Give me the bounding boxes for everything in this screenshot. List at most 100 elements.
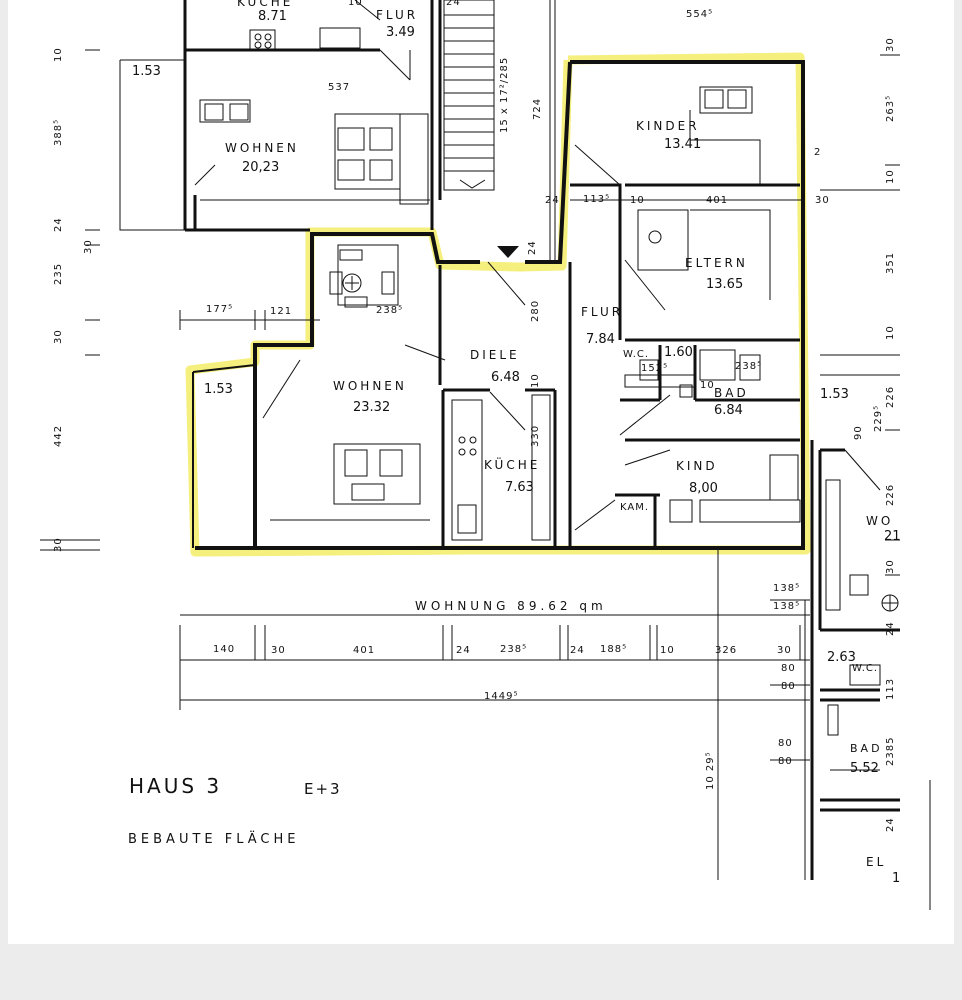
dim-b326: 326	[715, 645, 738, 656]
dim-balcony-right: 1.53	[820, 387, 849, 402]
dim-b10: 10	[660, 645, 675, 656]
dim-10-wc: 10	[700, 380, 715, 391]
room-area-kind: 8,00	[689, 481, 718, 496]
room-name-kinder: KINDER	[636, 119, 700, 133]
dim-724: 724	[532, 97, 543, 120]
upper-thin	[119, 0, 411, 231]
stairs	[443, 0, 556, 262]
dim-v24r2: 24	[885, 817, 896, 832]
dim-b30b: 30	[777, 645, 792, 656]
dim-v10: 10	[53, 47, 64, 62]
dim-30-right: 30	[815, 195, 830, 206]
room-area-wohnen: 23.32	[353, 400, 391, 415]
dim-b14495: 1449⁵	[484, 691, 519, 702]
dim-10-a: 10	[630, 195, 645, 206]
dim-v10r2: 10	[885, 325, 896, 340]
apartment-total-area: WOHNUNG 89.62 qm	[415, 599, 607, 613]
dim-v30-bottom: 30	[53, 537, 64, 552]
dim-b401: 401	[353, 645, 376, 656]
dim-v2385r: 2385	[885, 736, 896, 766]
dim-10-k: 10	[530, 373, 541, 388]
right-unit-thin	[804, 449, 931, 910]
dim-r80a: 80	[781, 663, 796, 674]
room-area-eltern: 13.65	[706, 277, 744, 292]
room-name-kueche-top: KÜCHE	[237, 0, 294, 9]
upper-walls	[183, 0, 442, 232]
dim-v30r3: 30	[885, 559, 896, 574]
dim-balcony-top: 1.53	[132, 64, 161, 79]
dim-r90: 90	[853, 425, 864, 440]
room-area-wc: 1.60	[664, 345, 693, 360]
entrance-arrow-icon	[497, 246, 519, 258]
dim-v226b: 226	[885, 483, 896, 506]
right-unit-walls	[810, 440, 900, 880]
room-name-eltern: ELTERN	[685, 256, 748, 270]
dim-r2295: 229⁵	[873, 404, 884, 432]
dim-401-eltern: 401	[706, 195, 729, 206]
dim-v351: 351	[885, 251, 896, 274]
dim-v30r: 30	[885, 37, 896, 52]
room-name-bad-right: BAD	[850, 742, 883, 755]
dim-v30: 30	[83, 239, 94, 254]
dim-280: 280	[530, 299, 541, 322]
dim-r1385a: 138⁵	[773, 583, 801, 594]
room-area-flur-top: 3.49	[386, 25, 415, 40]
dim-1135: 113⁵	[583, 194, 611, 205]
dim-24-f: 24	[545, 195, 560, 206]
room-area-bad: 6.84	[714, 403, 743, 418]
room-area-wohnen-top: 20,23	[242, 160, 280, 175]
room-name-wohnen-top: WOHNEN	[225, 141, 299, 155]
dim-1775: 177⁵	[206, 304, 234, 315]
paper-sheet	[8, 0, 954, 944]
dim-v235: 235	[53, 262, 64, 285]
dimension-lines	[40, 49, 900, 880]
dim-24-g: 24	[527, 240, 538, 255]
room-area-flur: 7.84	[586, 332, 615, 347]
built-area-label: BEBAUTE FLÄCHE	[128, 832, 300, 847]
dim-537: 537	[328, 82, 351, 93]
room-name-flur-top: FLUR	[376, 8, 419, 22]
dim-v2635: 263⁵	[885, 94, 896, 122]
room-name-wc-right: W.C.	[852, 663, 879, 674]
dim-v10r: 10	[885, 169, 896, 184]
dim-b1885: 188⁵	[600, 644, 628, 655]
dim-b24b: 24	[570, 645, 585, 656]
dim-balcony-left: 1.53	[204, 382, 233, 397]
room-name-bad: BAD	[714, 386, 749, 400]
room-area-wo-right: 21	[884, 529, 901, 544]
dim-v24r: 24	[885, 621, 896, 636]
room-area-el-right: 1	[892, 871, 901, 886]
room-name-diele: DIELE	[470, 348, 520, 362]
dim-r80c: 80	[778, 738, 793, 749]
room-area-kinder: 13.41	[664, 137, 702, 152]
dim-b140: 140	[213, 644, 236, 655]
outer-walls	[192, 60, 805, 550]
dim-v10295: 10 29⁵	[705, 751, 716, 790]
room-area-kueche-top: 8.71	[258, 9, 287, 24]
dim-r80b: 80	[781, 681, 796, 692]
dim-152: 152⁵	[641, 363, 669, 374]
dim-10-top: 10	[348, 0, 363, 8]
building-title: HAUS 3	[129, 774, 223, 798]
room-name-kamin: KAM.	[620, 502, 650, 513]
dim-r80d: 80	[778, 756, 793, 767]
dim-b30: 30	[271, 645, 286, 656]
dim-b24a: 24	[456, 645, 471, 656]
dim-v113: 113	[885, 677, 896, 700]
apartment-highlight	[185, 52, 811, 557]
dim-24-top: 24	[446, 0, 461, 8]
room-name-wc: W.C.	[623, 349, 650, 360]
floor-label: E+3	[304, 780, 342, 798]
dim-2-right: 2	[814, 147, 822, 158]
room-name-kueche: KÜCHE	[484, 458, 541, 472]
room-area-kueche: 7.63	[505, 480, 534, 495]
dim-v226: 226	[885, 385, 896, 408]
dim-v3885: 388⁵	[53, 118, 64, 146]
room-name-flur: FLUR	[581, 305, 624, 319]
room-name-wohnen: WOHNEN	[333, 379, 407, 393]
dim-2385-mid: 238⁵	[376, 305, 404, 316]
dim-stairs: 15 x 17²/285	[499, 56, 510, 133]
dim-v442: 442	[53, 424, 64, 447]
room-name-kind: KIND	[676, 459, 718, 473]
